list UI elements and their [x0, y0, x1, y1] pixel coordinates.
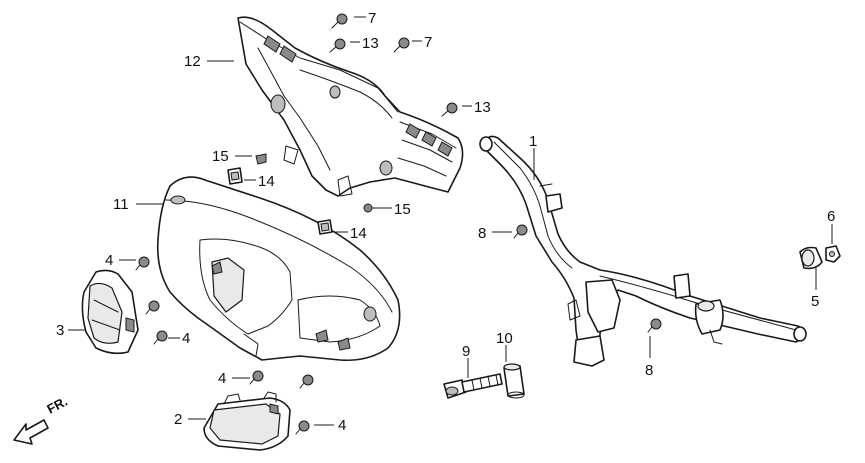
screw-4d [249, 370, 264, 385]
callout-9: 9 [462, 343, 470, 360]
bar-end-nut [825, 245, 841, 263]
callout-2: 2 [174, 411, 182, 428]
callout-13a: 13 [362, 35, 379, 52]
clip-14a [227, 167, 243, 185]
callout-8b: 8 [645, 362, 653, 379]
clip-15b [363, 203, 381, 213]
bar-end-weight [799, 246, 823, 270]
callout-6: 6 [827, 208, 835, 225]
callout-4a: 4 [105, 252, 113, 269]
screw-4f [295, 420, 310, 435]
callout-11: 11 [113, 196, 129, 213]
screw-8a [513, 224, 528, 239]
callout-10: 10 [496, 330, 513, 347]
screw-4c [153, 330, 168, 345]
callout-5: 5 [811, 293, 819, 310]
callout-1: 1 [529, 133, 537, 150]
rear-handlebar-cover [237, 16, 464, 197]
callout-numbers: 7 13 7 12 13 15 14 15 14 11 4 3 4 4 2 4 … [56, 10, 835, 434]
screw-4e [299, 374, 314, 389]
clip-15a [255, 153, 267, 165]
callout-13b: 13 [474, 99, 491, 116]
clip-14b [317, 219, 333, 235]
callout-3: 3 [56, 322, 64, 339]
spacer-collar [503, 363, 525, 399]
handlebar-bolt [443, 373, 503, 399]
screw-8b [647, 318, 662, 333]
callout-15a: 15 [212, 148, 229, 165]
screw-13b [441, 102, 458, 117]
direction-arrow-icon [13, 419, 49, 445]
screw-7a [331, 13, 348, 29]
callout-14b: 14 [350, 225, 367, 242]
screw-4b [145, 300, 160, 315]
screw-13a [329, 38, 346, 53]
position-light [203, 391, 291, 451]
handlebar [479, 135, 807, 367]
screw-7b [393, 37, 410, 53]
front-direction-indicator: FR. [13, 394, 70, 445]
callout-4b: 4 [182, 330, 190, 347]
callout-7b: 7 [424, 34, 432, 51]
screw-4a [135, 256, 150, 271]
callout-8a: 8 [478, 225, 486, 242]
leader-lines [68, 16, 833, 426]
callout-7a: 7 [368, 10, 376, 27]
front-handlebar-cover [156, 176, 401, 362]
callout-12: 12 [184, 53, 201, 70]
direction-label: FR. [44, 394, 70, 417]
callout-4d: 4 [338, 417, 346, 434]
callout-15b: 15 [394, 201, 411, 218]
callout-14a: 14 [258, 173, 275, 190]
callout-4c: 4 [218, 370, 226, 387]
headlight-unit [81, 269, 139, 355]
